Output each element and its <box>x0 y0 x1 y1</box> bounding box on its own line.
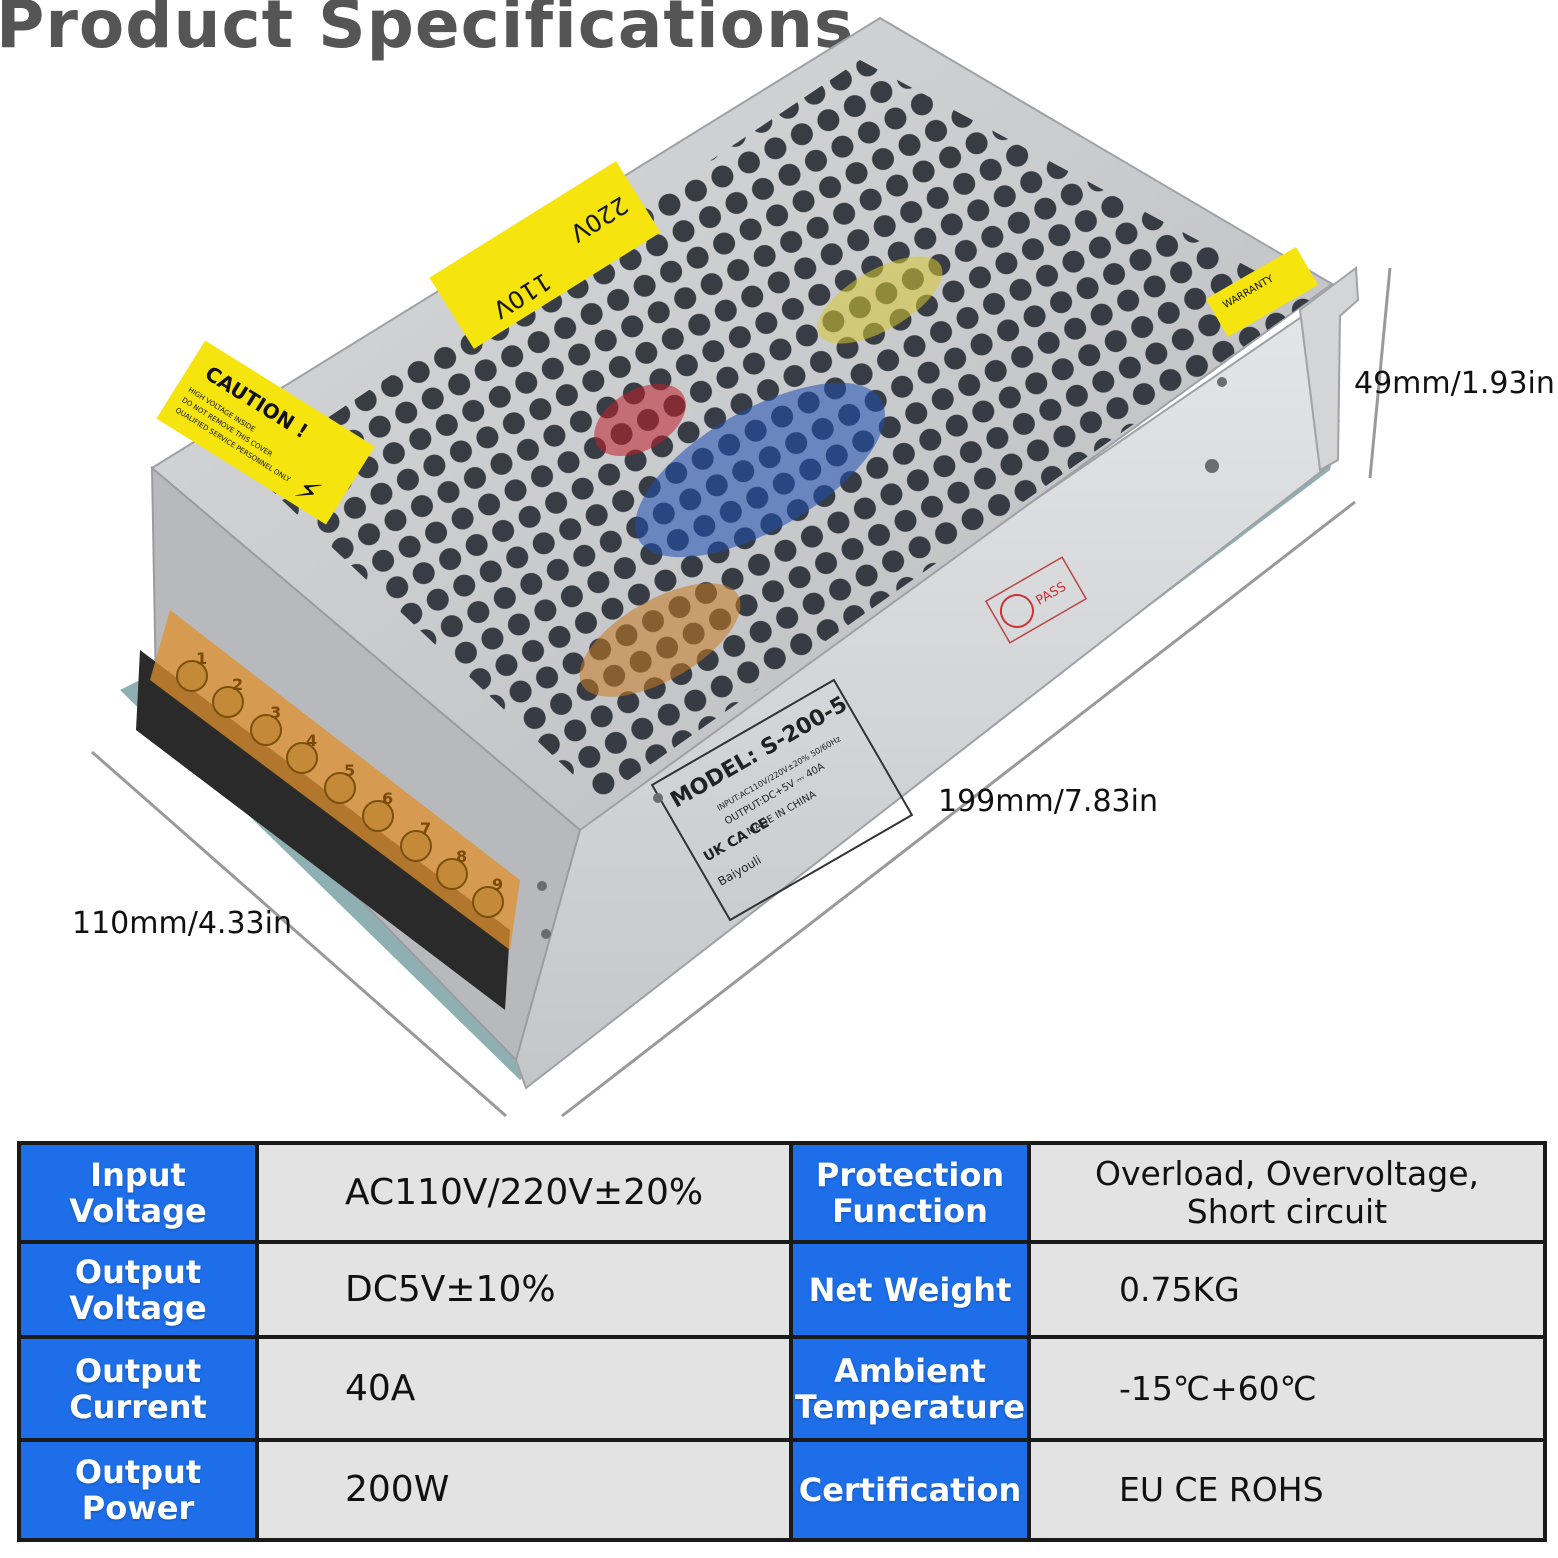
svg-text:7: 7 <box>420 819 431 838</box>
svg-text:6: 6 <box>382 789 393 808</box>
svg-text:2: 2 <box>232 675 243 694</box>
svg-text:1: 1 <box>196 649 207 668</box>
svg-text:9: 9 <box>492 875 503 894</box>
warranty-label: WARRANTY <box>1205 246 1319 338</box>
spec-key-output-power: Output Power <box>21 1442 255 1538</box>
svg-text:3: 3 <box>270 703 281 722</box>
spec-key-net-weight: Net Weight <box>793 1244 1027 1335</box>
spec-value-certification: EU CE ROHS <box>1031 1442 1543 1538</box>
side-screws <box>537 377 1227 939</box>
dimension-length: 199mm/7.83in <box>938 784 1158 819</box>
dimension-width: 110mm/4.33in <box>72 906 292 941</box>
spec-key-certification: Certification <box>793 1442 1027 1538</box>
spec-key-protection-function: Protection Function <box>793 1145 1027 1240</box>
spec-key-input-voltage: Input Voltage <box>21 1145 255 1240</box>
spec-key-output-current: Output Current <box>21 1339 255 1438</box>
page-title: Product Specifications <box>0 0 855 63</box>
power-supply-illustration: 1 2 3 4 5 6 7 8 9 CAUTION ! HIGH VOLTAGE… <box>91 16 1392 1118</box>
caution-label: CAUTION ! HIGH VOLTAGE INSIDE DO NOT REM… <box>156 340 375 525</box>
spec-value-net-weight: 0.75KG <box>1031 1244 1543 1335</box>
spec-value-output-voltage: DC5V±10% <box>259 1244 789 1335</box>
spec-value-ambient-temperature: -15℃+60℃ <box>1031 1339 1543 1438</box>
dimension-lines <box>91 267 1392 1118</box>
spec-key-output-voltage: Output Voltage <box>21 1244 255 1335</box>
spec-value-input-voltage: AC110V/220V±20% <box>259 1145 789 1240</box>
spec-value-output-current: 40A <box>259 1339 789 1438</box>
spec-key-ambient-temperature: Ambient Temperature <box>793 1339 1027 1438</box>
dimension-height: 49mm/1.93in <box>1354 366 1555 401</box>
terminal-numbers: 1 2 3 4 5 6 7 8 9 <box>196 649 503 894</box>
spec-value-output-power: 200W <box>259 1442 789 1538</box>
spec-table: Input Voltage AC110V/220V±20% Protection… <box>17 1141 1547 1542</box>
svg-text:4: 4 <box>306 731 317 750</box>
terminal-block <box>136 650 510 1010</box>
internal-components <box>579 256 943 697</box>
spec-value-protection-function: Overload, Overvoltage, Short circuit <box>1031 1145 1543 1240</box>
svg-text:8: 8 <box>456 847 467 866</box>
housing-end-bracket <box>1298 266 1360 472</box>
svg-text:5: 5 <box>344 761 355 780</box>
terminal-screws <box>176 660 504 918</box>
